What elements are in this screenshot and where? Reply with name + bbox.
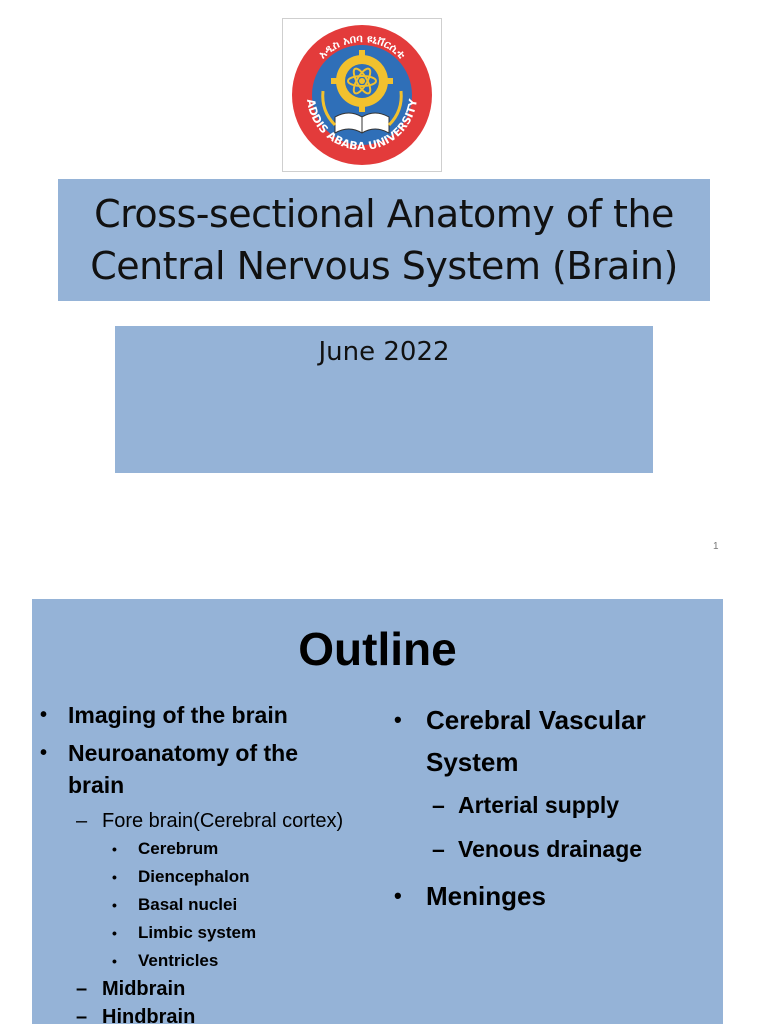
list-item-text: Imaging of the brain (68, 702, 288, 728)
university-seal-icon: አዲስ አበባ ዩኒቨርሲቲ ADDIS ABABA UNIVERSITY (292, 25, 432, 165)
sub-list-item: – Midbrain (76, 975, 400, 1003)
sub-list-item: – Arterial supply (432, 783, 714, 827)
title-line-2: Central Nervous System (Brain) (90, 244, 678, 288)
dash-icon: – (76, 1006, 88, 1024)
slide-title: Cross-sectional Anatomy of the Central N… (90, 188, 678, 292)
logo-frame: አዲስ አበባ ዩኒቨርሲቲ ADDIS ABABA UNIVERSITY (282, 18, 442, 172)
sub-sub-list-item: • Ventricles (112, 947, 400, 975)
sub-list-item-text: Arterial supply (458, 792, 620, 818)
sub-sub-list-item: • Diencephalon (112, 863, 400, 891)
date-box: June 2022 (115, 326, 653, 473)
bullet-icon: • (394, 883, 402, 908)
sub-list-item-text: Venous drainage (458, 836, 643, 862)
sub-sub-list-item-text: Diencephalon (138, 867, 250, 886)
list-item-line-2: brain (68, 772, 125, 798)
outline-title: Outline (298, 623, 457, 675)
bullet-icon: • (40, 704, 48, 726)
outline-right-column: • Cerebral Vascular System – Arterial su… (394, 699, 714, 917)
dash-icon: – (432, 836, 445, 862)
sub-sub-list-item-text: Limbic system (138, 923, 257, 942)
sub-list-item-text: Hindbrain (102, 1006, 196, 1024)
list-item-line-1: Cerebral Vascular (426, 705, 646, 735)
sub-sub-list-item: • Basal nuclei (112, 891, 400, 919)
bullet-icon: • (112, 953, 117, 969)
bullet-icon: • (112, 841, 117, 857)
bullet-icon: • (112, 869, 117, 885)
outline-slide: Outline • Imaging of the brain • Neuroan… (32, 599, 723, 1024)
sub-list-item: – Venous drainage (432, 827, 714, 871)
sub-list-item-text: Fore brain(Cerebral cortex) (102, 810, 344, 832)
title-box: Cross-sectional Anatomy of the Central N… (58, 179, 710, 301)
bullet-icon: • (112, 897, 117, 913)
list-item: • Meninges (394, 875, 714, 917)
list-item: • Cerebral Vascular System (394, 699, 714, 783)
sub-list-item: – Hindbrain (76, 1003, 400, 1024)
list-item-line-1: Neuroanatomy of the (68, 740, 299, 766)
sub-list-item: – Fore brain(Cerebral cortex) (76, 807, 400, 835)
bullet-icon: • (394, 707, 402, 732)
list-item-line-2: System (426, 747, 519, 777)
sub-sub-list-item: • Cerebrum (112, 835, 400, 863)
title-line-1: Cross-sectional Anatomy of the (94, 192, 674, 236)
list-item: • Imaging of the brain (40, 699, 400, 731)
list-item-text: Cerebral Vascular System (426, 699, 646, 783)
sub-list-item-text: Midbrain (102, 978, 186, 1000)
date-text: June 2022 (318, 337, 450, 367)
bullet-icon: • (40, 742, 48, 764)
dash-icon: – (76, 978, 88, 1000)
sub-sub-list-item-text: Ventricles (138, 951, 219, 970)
sub-sub-list-item: • Limbic system (112, 919, 400, 947)
sub-sub-list-item-text: Basal nuclei (138, 895, 238, 914)
list-item-text: Meninges (426, 881, 546, 911)
dash-icon: – (76, 810, 88, 832)
outline-left-column: • Imaging of the brain • Neuroanatomy of… (40, 699, 400, 1024)
list-item-text: Neuroanatomy of the brain (68, 737, 298, 801)
list-item: • Neuroanatomy of the brain (40, 737, 400, 801)
page-number: 1 (713, 541, 719, 552)
dash-icon: – (432, 792, 445, 818)
sub-sub-list-item-text: Cerebrum (138, 839, 219, 858)
bullet-icon: • (112, 925, 117, 941)
